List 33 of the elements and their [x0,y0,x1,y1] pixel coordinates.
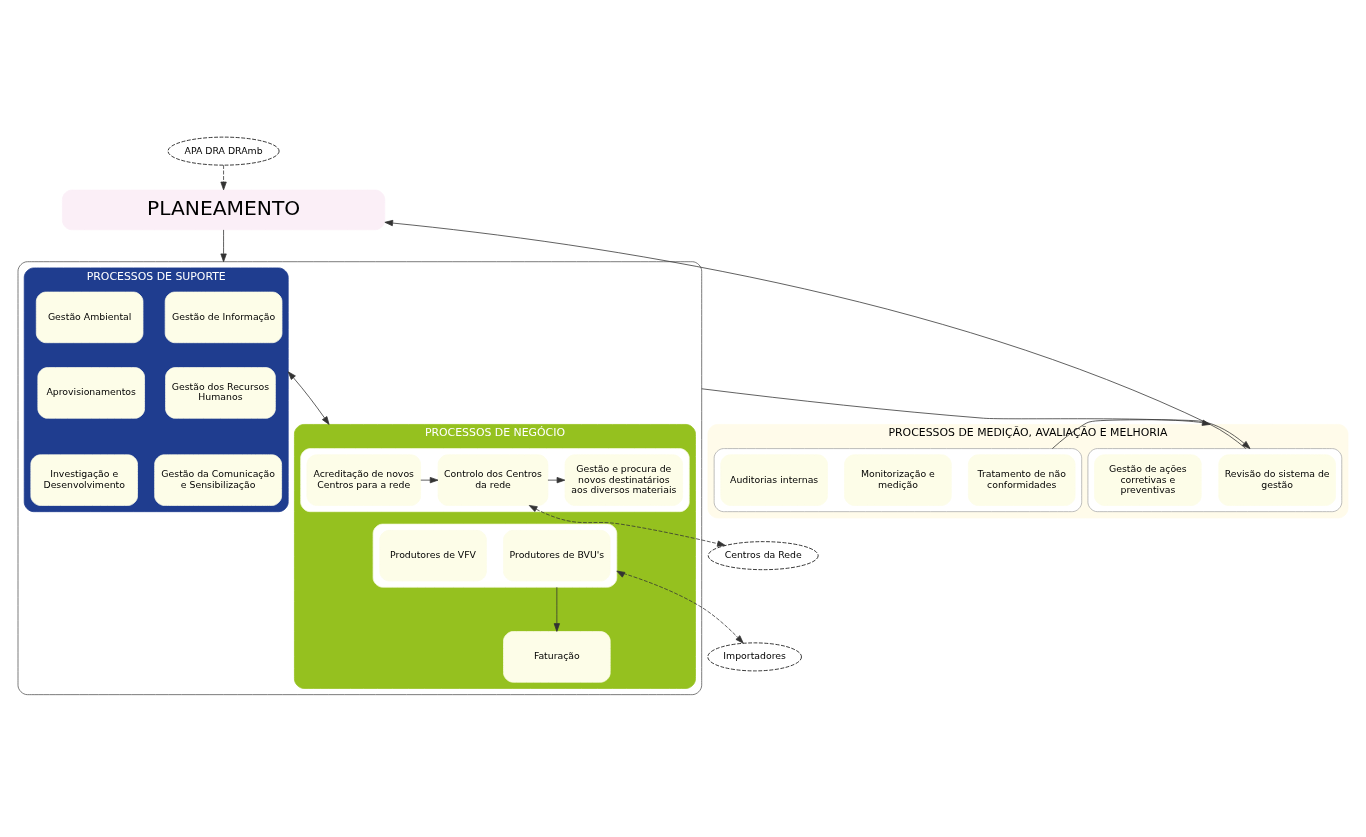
node-box: Auditorias internas [720,453,828,506]
cluster [1087,447,1343,512]
node-ellipse: Importadores [707,642,802,671]
node-box: Faturação [503,630,611,683]
node-box: Gestão e procura de novos destinatários aos diversos materiais [564,453,683,506]
node-box: Produtores de BVU's [503,529,611,581]
node-ellipse: APA DRA DRAmb [167,136,280,166]
node-box: Acreditação de novos Centros para a rede [306,453,421,506]
node-box: Aprovisionamentos [37,366,145,419]
arrow [220,229,227,262]
node-box: PLANEAMENTO [62,189,386,230]
node-box: Gestão da Comunicação e Sensibilização [154,453,282,506]
node-box: Revisão do sistema de gestão [1218,453,1336,506]
node-box: Monitorização e medição [844,453,952,506]
arrow [528,504,726,547]
arrow [384,219,1247,449]
node-box: Controlo dos Centros da rede [437,453,549,506]
arrow [553,586,560,632]
arrow [220,164,227,190]
node-box: Gestão Ambiental [35,291,144,343]
arrow [616,570,744,644]
node-box: Tratamento de não conformidades [968,453,1076,506]
node-box: Produtores de VFV [379,529,487,581]
node-box: Gestão dos Recursos Humanos [165,366,276,419]
arrow [420,476,439,483]
node-box: Gestão de ações corretivas e preventivas [1094,453,1202,506]
cluster [372,523,618,588]
cluster [17,260,703,695]
arrow [287,370,330,425]
arrow [547,476,566,483]
cluster [713,447,1083,512]
node-box: Investigação e Desenvolvimento [30,453,138,506]
node-box: Gestão de Informação [164,291,283,343]
